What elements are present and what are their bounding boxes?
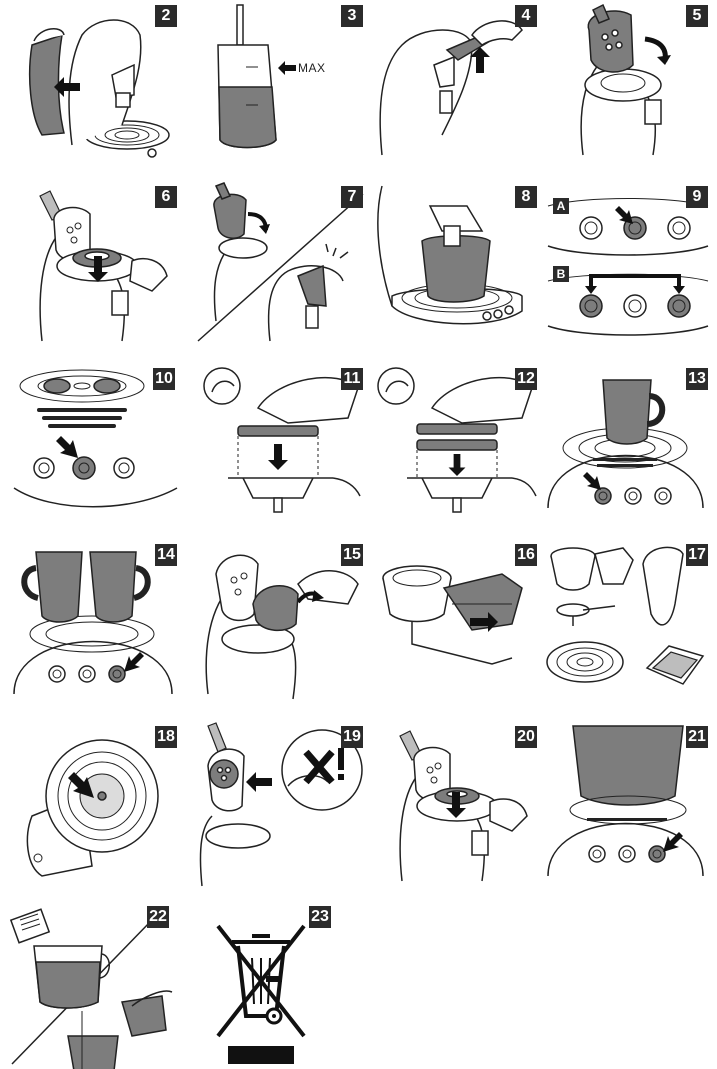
step-number-badge: 4: [515, 5, 537, 27]
arrow-down-icon: [268, 444, 288, 470]
step-number-badge: 15: [341, 544, 363, 566]
step-6-panel: 6: [12, 186, 177, 346]
remove-pod-holder-illustration: [198, 544, 363, 704]
step-number-badge: 8: [515, 186, 537, 208]
step-number-badge: 23: [309, 906, 331, 928]
arrow-down-right-icon: [583, 472, 601, 490]
step-3-panel: MAX 3: [198, 5, 363, 165]
step-number-badge: 22: [147, 906, 169, 928]
step-13-panel: 13: [543, 368, 708, 528]
arrow-down-left-icon: [663, 832, 683, 852]
arrow-left-icon: [278, 61, 296, 75]
clean-pod-holder-sieve-illustration: [12, 726, 177, 886]
curved-arrow-icon: [246, 210, 270, 234]
step-23-panel: 23: [198, 906, 363, 1066]
step-5-panel: 5: [543, 5, 708, 165]
step-number-badge: 2: [155, 5, 177, 27]
arrow-up-icon: [470, 47, 490, 73]
jug-under-spout-illustration: [372, 186, 537, 346]
sub-step-b-badge: B: [553, 266, 569, 282]
step-14-panel: 14: [12, 544, 177, 704]
step-21-panel: 21: [543, 726, 708, 886]
arrow-down-right-icon: [56, 436, 78, 458]
step-number-badge: 10: [153, 368, 175, 390]
descale-illustration: [12, 906, 177, 1066]
step-number-badge: 14: [155, 544, 177, 566]
step-15-panel: 15: [198, 544, 363, 704]
step-2-panel: 2: [12, 5, 177, 165]
do-not-poke-illustration: [198, 726, 363, 886]
step-22-panel: 22: [12, 906, 177, 1066]
arrow-down-icon: [446, 792, 466, 818]
sub-step-a-badge: A: [553, 198, 569, 214]
step-17-panel: 17: [543, 544, 708, 704]
step-number-badge: 16: [515, 544, 537, 566]
step-number-badge: 18: [155, 726, 177, 748]
step-number-badge: 17: [686, 544, 708, 566]
step-number-badge: 3: [341, 5, 363, 27]
arrow-down-right-icon: [615, 206, 633, 224]
step-20-panel: 20: [372, 726, 537, 886]
one-cup-illustration: [543, 368, 708, 528]
step-number-badge: 12: [515, 368, 537, 390]
curved-arrow-icon: [298, 588, 324, 608]
step-number-badge: 6: [155, 186, 177, 208]
arrow-down-icon: [88, 256, 108, 282]
step-19-panel: 19: [198, 726, 363, 886]
curved-arrow-icon: [641, 35, 671, 65]
step-number-badge: 13: [686, 368, 708, 390]
open-lever-illustration: [372, 5, 537, 165]
step-18-panel: 18: [12, 726, 177, 886]
step-10-panel: 10: [12, 368, 177, 528]
arrow-right-icon: [470, 612, 498, 632]
step-8-panel: 8: [372, 186, 537, 346]
step-number-badge: 21: [686, 726, 708, 748]
step-number-badge: 20: [515, 726, 537, 748]
crossed-bin-recycle-icon: [198, 906, 363, 1066]
arrow-left-icon: [244, 772, 274, 792]
detachable-parts-illustration: [543, 544, 708, 704]
step-4-panel: 4: [372, 5, 537, 165]
remove-reservoir-illustration: [12, 5, 177, 165]
insert-two-pods-illustration: [372, 368, 537, 528]
arrow-left-icon: [54, 77, 80, 97]
step-number-badge: 11: [341, 368, 363, 390]
step-16-panel: 16: [372, 544, 537, 704]
arrow-down-right-icon: [68, 772, 94, 798]
detach-froth-unit-illustration: [372, 544, 537, 704]
step-7-panel: 7: [198, 186, 363, 346]
flush-with-jug-illustration: [543, 726, 708, 886]
step-number-badge: 5: [686, 5, 708, 27]
lid-open-illustration: [543, 5, 708, 165]
step-number-badge: 19: [341, 726, 363, 748]
step-9-panel: A B 9: [543, 186, 708, 346]
power-button-illustration: [12, 368, 177, 528]
step-12-panel: 12: [372, 368, 537, 528]
close-lid-illustration: [198, 186, 363, 346]
arrow-down-left-icon: [124, 652, 144, 672]
step-number-badge: 9: [686, 186, 708, 208]
step-number-badge: 7: [341, 186, 363, 208]
arrow-down-icon: [448, 454, 466, 476]
max-label: MAX: [298, 61, 326, 75]
step-11-panel: 11: [198, 368, 363, 528]
two-cups-illustration: [12, 544, 177, 704]
fill-reservoir-illustration: [198, 5, 363, 165]
